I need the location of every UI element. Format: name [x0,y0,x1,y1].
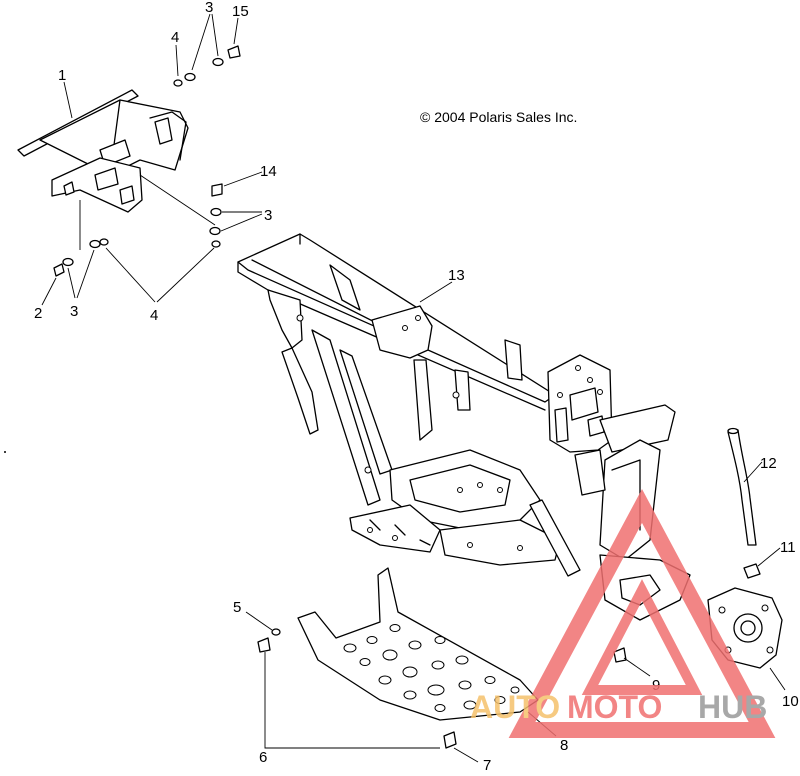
callout-8: 8 [560,737,568,754]
nut-11 [743,547,781,579]
callout-3-top: 3 [205,0,213,16]
frame-rivets [296,314,603,551]
watermark-logo: AUTO MOTO HUB [470,489,776,738]
bolt-6 [257,637,457,749]
callout-14: 14 [260,163,277,180]
leader-7 [453,747,479,763]
watermark-inner-triangle-icon [581,579,703,695]
watermark-text-auto: AUTO [470,689,560,725]
main-frame [237,233,691,621]
skid-plate [297,567,557,737]
front-bracket-assembly [17,81,216,250]
skid-plate-holes [343,624,520,712]
callout-15: 15 [232,3,249,20]
callout-12: 12 [760,455,777,472]
callout-3-mid: 3 [264,207,272,224]
stray-mark [4,451,6,453]
top-hardware [173,13,241,87]
callout-7: 7 [483,757,491,771]
mid-hardware [209,171,263,248]
watermark-triangle-icon [508,489,776,738]
callout-3-low: 3 [70,303,78,320]
callout-10: 10 [782,693,799,710]
watermark-text-moto: MOTO [567,689,662,725]
copyright-text: © 2004 Polaris Sales Inc. [420,109,577,125]
watermark-text-hub: HUB [698,689,767,725]
hose [727,427,763,546]
callout-13: 13 [448,267,465,284]
callout-4-low: 4 [150,307,158,324]
callout-11: 11 [780,539,796,556]
lower-left-hardware [41,238,215,306]
callout-6: 6 [259,749,267,766]
callout-2: 2 [34,305,42,322]
bolt-9 [613,647,651,677]
callout-4-top: 4 [171,29,179,46]
callout-labels: 1 2 3 3 3 4 4 5 6 7 8 9 10 11 12 13 14 1… [34,0,799,774]
callout-1: 1 [58,67,66,84]
callout-5: 5 [233,599,241,616]
nut-5 [245,611,281,636]
